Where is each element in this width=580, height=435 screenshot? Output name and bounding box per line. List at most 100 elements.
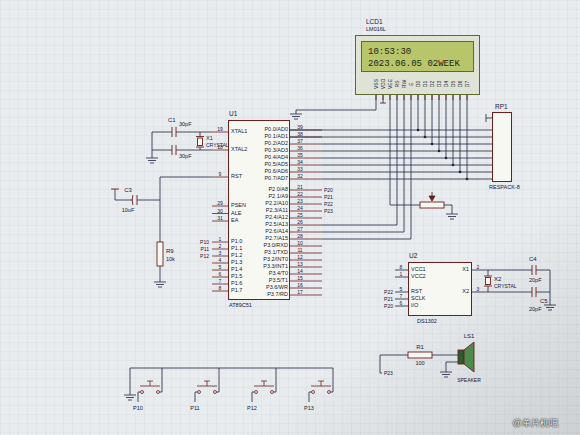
pin-number: 8	[219, 286, 222, 291]
resistor-symbol	[157, 242, 163, 266]
pin-stub	[290, 158, 322, 159]
net-label: P13	[304, 406, 314, 412]
pin-name: VCC2	[411, 274, 426, 280]
pin-number: 29	[217, 201, 223, 206]
part-type: RESPACK-8	[489, 185, 520, 191]
lcd-text: 10:53:30	[368, 46, 467, 58]
pin-name: P3.7/RD	[267, 292, 288, 298]
junction-dot	[431, 143, 434, 146]
pin-name: PSEN	[231, 203, 246, 209]
resistor-pack: RP1RESPACK-8	[492, 112, 512, 182]
pin-name: P1.1	[231, 246, 242, 252]
pin-stub	[460, 95, 461, 100]
pin-stub	[290, 295, 322, 296]
pin-number: 26	[297, 220, 303, 225]
pin-number: 19	[217, 127, 223, 132]
pin-name: D1	[423, 81, 428, 87]
pin-stub	[290, 151, 322, 152]
part-ref: C1	[168, 117, 176, 123]
pin-stub	[376, 95, 377, 100]
pin-number: 22	[297, 192, 303, 197]
pin-name: P3.5/T1	[269, 278, 288, 284]
pin-stub	[290, 225, 322, 226]
pin-name: P0.2/AD2	[264, 141, 288, 147]
pin-number: 34	[297, 160, 303, 165]
pin-number: 2	[219, 244, 222, 249]
ground-symbol	[154, 282, 166, 287]
pin-stub	[290, 218, 322, 219]
pin-name: P1.0	[231, 239, 242, 245]
part-ref: U2	[409, 253, 417, 260]
pin-name: P2.0/A8	[268, 187, 288, 193]
part-value: 20pF	[529, 307, 542, 313]
pin-name: X2	[462, 289, 469, 295]
pin-number: 24	[297, 206, 303, 211]
pin-number: 10	[297, 241, 303, 246]
part-value: 30pF	[179, 122, 192, 128]
part-type: DS1302	[417, 319, 437, 325]
pin-name: D3	[437, 81, 442, 87]
net-label: P23	[384, 371, 393, 376]
component-symbols	[111, 103, 536, 372]
pin-number: 6	[400, 301, 403, 306]
pin-number: 31	[217, 216, 223, 221]
pin-stub	[290, 246, 322, 247]
pin-stub	[212, 177, 228, 178]
pin-stub	[411, 95, 412, 100]
part-value: 10k	[166, 257, 175, 263]
wiper-arrow	[429, 196, 435, 201]
pin-name: P2.3/A11	[266, 208, 288, 214]
pin-name: P0.6/AD6	[264, 169, 288, 175]
pin-number: 5	[400, 287, 403, 292]
pin-number: 3	[477, 287, 480, 292]
pin-number: 9	[219, 172, 222, 177]
speaker-symbol	[458, 350, 464, 364]
pin-name: P1.7	[231, 288, 242, 294]
pin-name: P2.4/A12	[265, 215, 288, 221]
button-wire	[309, 368, 333, 402]
pin-name: XTAL2	[231, 147, 247, 153]
pin-number: 38	[297, 132, 303, 137]
pin-stub	[290, 288, 322, 289]
net-label: P10	[133, 406, 143, 412]
pin-name: P2.7/A15	[265, 236, 288, 242]
pin-stub	[397, 95, 398, 100]
pin-stub	[212, 263, 228, 264]
pin-number: 18	[217, 145, 223, 150]
pin-number: 1	[400, 272, 403, 277]
pin-stub	[446, 95, 447, 100]
pin-name: P0.4/AD4	[264, 155, 288, 161]
pin-name: D4	[444, 81, 449, 87]
part-value: 10uF	[122, 208, 135, 214]
pin-number: 16	[297, 283, 303, 288]
pin-stub	[290, 211, 322, 212]
pin-stub	[290, 253, 322, 254]
pin-name: P1.2	[231, 253, 242, 259]
net-label: P11	[200, 247, 209, 252]
part-ref: X2	[494, 276, 501, 282]
pin-number: 30	[217, 208, 223, 213]
part-ref: C3	[124, 187, 132, 193]
pin-stub	[290, 172, 322, 173]
net-label: P20	[324, 188, 333, 193]
pin-stub	[290, 281, 322, 282]
pin-name: P2.2/A10	[265, 201, 288, 207]
junction-dot	[438, 150, 441, 153]
net-label: P22	[384, 290, 393, 295]
pin-name: P0.1/AD1	[264, 134, 288, 140]
part-ref: R1	[416, 344, 424, 350]
power-symbol	[111, 189, 119, 190]
push-button-symbol	[254, 381, 274, 386]
pin-number: 1	[219, 237, 222, 242]
part-ref: C4	[529, 256, 537, 262]
pin-name: P3.1/TXD	[264, 250, 288, 256]
button-contact	[271, 391, 274, 394]
crystal-symbol	[196, 137, 204, 148]
lcd-text: 2023.06.05 02WEEK	[368, 58, 467, 70]
pin-number: 17	[297, 290, 303, 295]
pin-stub	[432, 95, 433, 100]
pin-number: 11	[297, 248, 302, 253]
pin-stub	[290, 267, 322, 268]
pin-name: XTAL1	[231, 129, 247, 135]
